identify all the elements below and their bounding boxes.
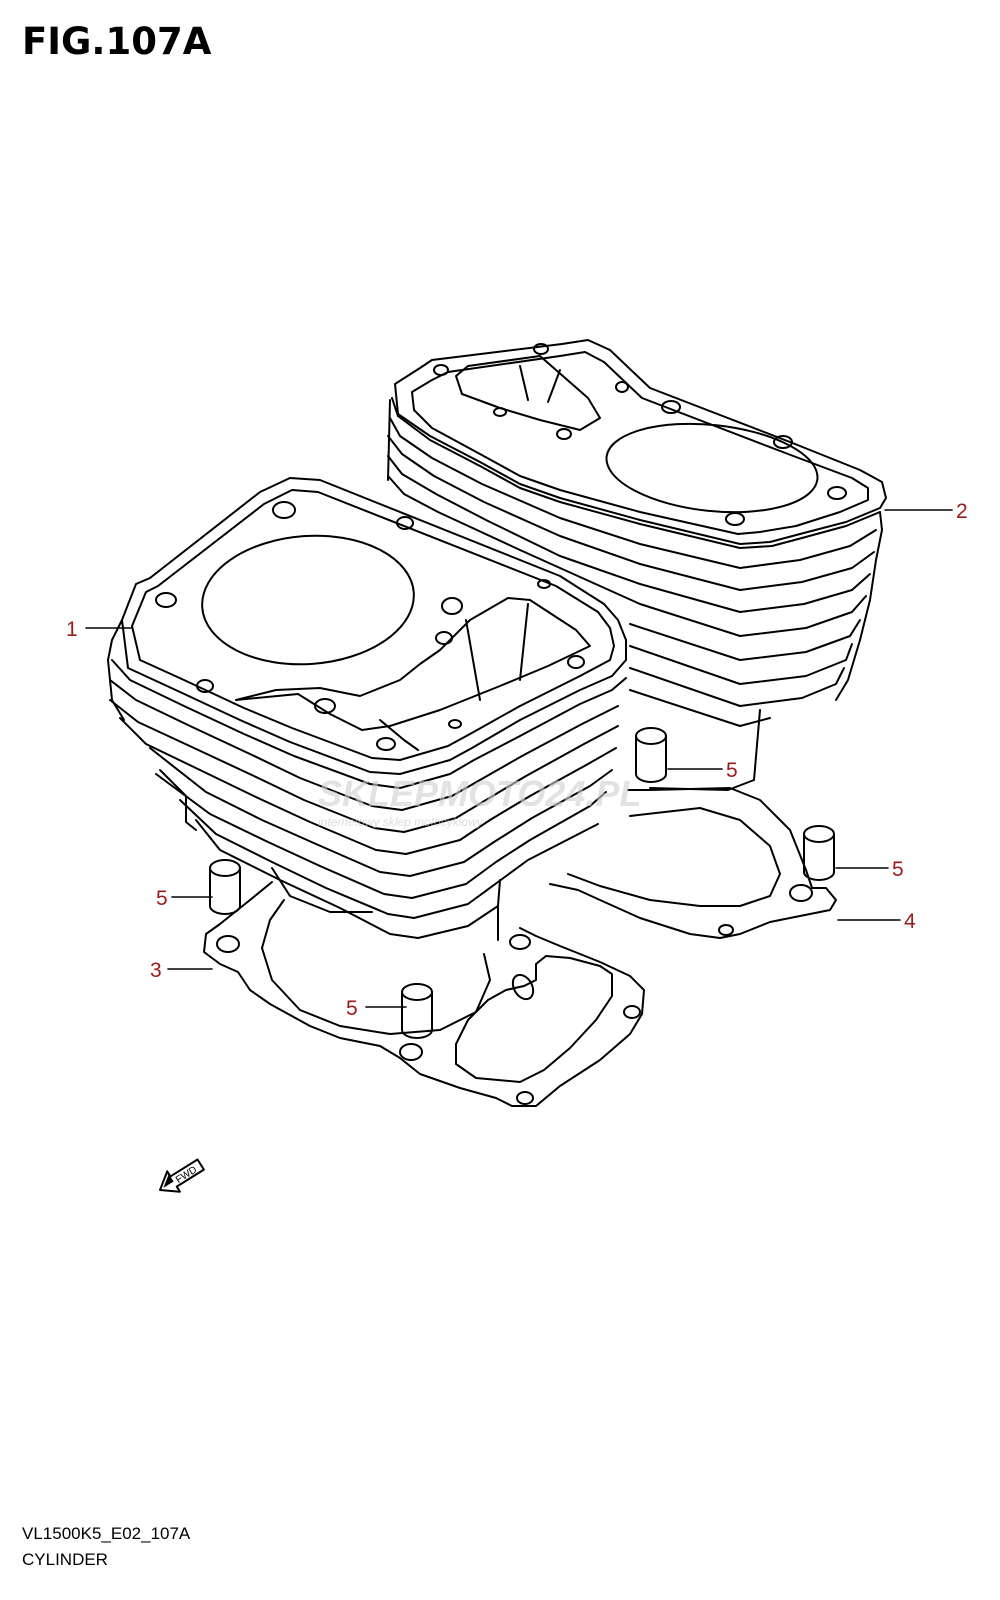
rear-cylinder bbox=[387, 339, 887, 791]
dowel-pin-front-left bbox=[209, 859, 241, 915]
front-base-gasket bbox=[203, 881, 645, 1107]
front-cylinder bbox=[107, 477, 627, 941]
callout-4: 4 bbox=[904, 910, 916, 933]
callout-3: 3 bbox=[150, 959, 162, 982]
callout-labels: 1 2 3 4 5 5 5 5 bbox=[66, 500, 968, 1020]
fwd-arrow-icon: FWD bbox=[159, 1158, 205, 1193]
watermark-logo: SKLEPMOTO24.PL internetowy sklep motocyk… bbox=[318, 773, 641, 829]
figure-code: VL1500K5_E02_107A bbox=[22, 1524, 191, 1543]
watermark-tagline: internetowy sklep motocyklowy bbox=[318, 815, 484, 829]
figure-title: FIG.107A bbox=[22, 20, 212, 63]
leader-lines bbox=[85, 509, 953, 1008]
dowel-pin-rear-left bbox=[635, 727, 667, 783]
callout-5-front-left: 5 bbox=[156, 887, 168, 910]
rear-base-gasket bbox=[549, 787, 837, 939]
callout-2: 2 bbox=[956, 500, 968, 523]
callout-5-front-center: 5 bbox=[346, 997, 358, 1020]
dowel-pin-front-center bbox=[401, 983, 433, 1039]
callout-5-rear-right: 5 bbox=[892, 858, 904, 881]
callout-5-rear-left: 5 bbox=[726, 759, 738, 782]
callout-1: 1 bbox=[66, 618, 78, 641]
watermark-brand: SKLEPMOTO24.PL bbox=[318, 773, 641, 814]
dowel-pin-rear-right bbox=[803, 825, 835, 881]
figure-name: CYLINDER bbox=[22, 1550, 108, 1569]
